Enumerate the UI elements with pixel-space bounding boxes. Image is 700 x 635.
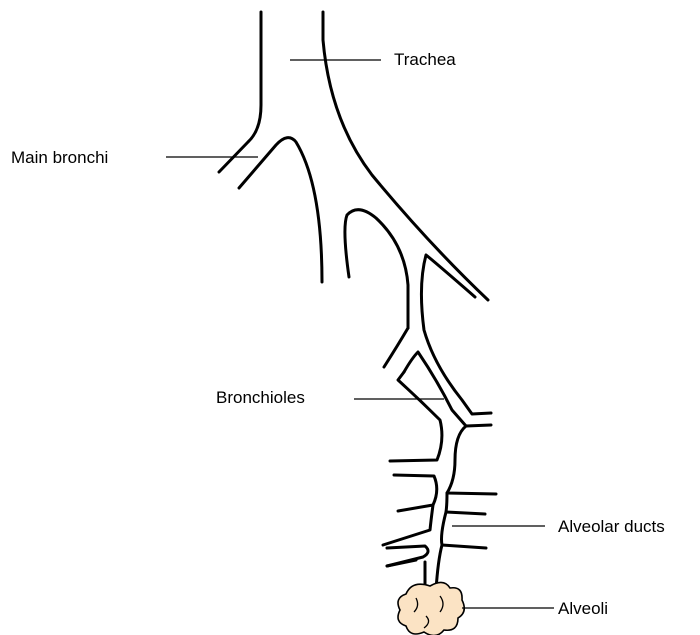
main-bronchi-label: Main bronchi — [11, 148, 108, 167]
trachea-label: Trachea — [394, 50, 456, 69]
main-bronchi — [239, 138, 491, 414]
alveoli-label: Alveoli — [558, 599, 608, 618]
alveolar-ducts-label: Alveolar ducts — [558, 517, 665, 536]
alveolar-ducts — [387, 493, 486, 590]
alveoli-cluster — [398, 582, 464, 635]
bronchioles-label: Bronchioles — [216, 388, 305, 407]
